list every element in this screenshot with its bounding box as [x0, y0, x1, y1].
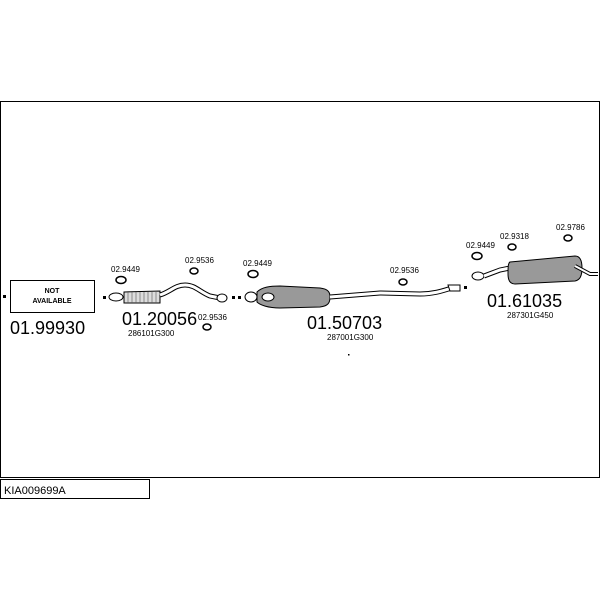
- part-rear-silencer[interactable]: [471, 255, 598, 285]
- gasket-ring: [471, 271, 485, 281]
- gasket-ring: [244, 291, 258, 303]
- not-available-box: [10, 280, 95, 313]
- connector-dot: [3, 295, 6, 298]
- part-not-available[interactable]: NOT AVAILABLE: [3, 280, 95, 313]
- clamp-icon: [398, 278, 408, 286]
- oem-number-4: 287301G450: [507, 311, 554, 320]
- flex-braid: [127, 292, 157, 303]
- part-number-4: 01.61035: [487, 291, 562, 311]
- clamp-icon: [202, 323, 212, 331]
- connector-dot: [238, 296, 241, 299]
- accessory-label: 02.9786: [556, 223, 585, 232]
- connector-dot: [232, 296, 235, 299]
- hanger-icon: [563, 234, 573, 242]
- not-available-line2: AVAILABLE: [32, 298, 71, 305]
- accessory-label: 02.9449: [111, 265, 140, 274]
- silencer-body: [256, 285, 331, 309]
- gasket-icon: [115, 275, 127, 285]
- rear-silencer-body: [507, 255, 583, 285]
- gasket-ring: [216, 293, 228, 303]
- gasket-icon: [247, 269, 259, 279]
- accessory-label: 02.9449: [243, 259, 272, 268]
- clamp-icon: [189, 267, 199, 275]
- accessory-label: 02.9318: [500, 232, 529, 241]
- kit-code-box: [0, 479, 150, 499]
- oem-number-2: 286101G300: [128, 329, 175, 338]
- hanger-icon: [507, 243, 517, 251]
- gasket-ring: [108, 292, 124, 302]
- gasket-icon: [471, 251, 483, 261]
- kit-code: KIA009699A: [4, 485, 66, 497]
- part-number-2: 01.20056: [122, 309, 197, 329]
- accessory-label: 02.9536: [185, 256, 214, 265]
- accessory-label: 02.9449: [466, 241, 495, 250]
- connector-dot: [103, 296, 106, 299]
- not-available-line1: NOT: [45, 288, 61, 295]
- accessory-label: 02.9536: [198, 313, 227, 322]
- pipe-end: [447, 284, 461, 292]
- part-centre-silencer[interactable]: [238, 284, 467, 309]
- part-number-1: 01.99930: [10, 318, 85, 338]
- oem-number-3: 287001G300: [327, 333, 374, 342]
- connector-dot: [464, 286, 467, 289]
- part-front-pipe[interactable]: [103, 282, 235, 304]
- accessory-label: 02.9536: [390, 266, 419, 275]
- part-number-3: 01.50703: [307, 313, 382, 333]
- flex-pipe: [123, 290, 161, 304]
